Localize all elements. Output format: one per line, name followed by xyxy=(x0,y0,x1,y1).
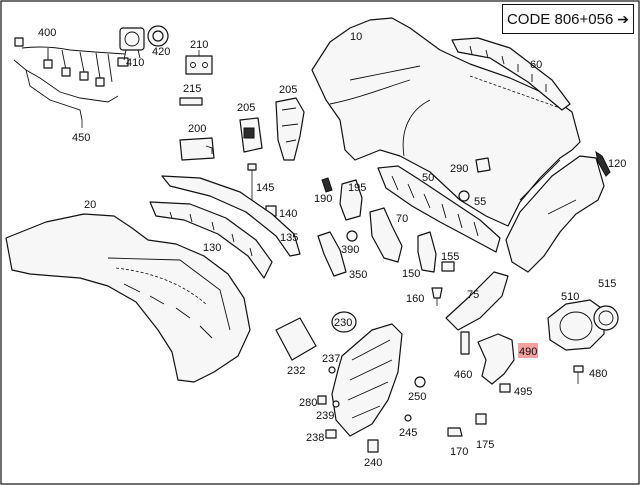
callout-205-left: 205 xyxy=(237,102,255,114)
part-239-clip xyxy=(332,400,340,408)
part-135-trim-strip xyxy=(161,175,301,257)
part-480-screw xyxy=(573,365,584,384)
callout-350: 350 xyxy=(349,269,367,281)
callout-75: 75 xyxy=(467,289,479,301)
part-145-bolt xyxy=(247,163,257,200)
callout-237: 237 xyxy=(322,353,340,365)
part-390-grommet xyxy=(346,230,358,242)
part-215-trim xyxy=(179,97,203,106)
callout-145: 145 xyxy=(256,182,274,194)
callout-20: 20 xyxy=(84,199,96,211)
part-55-nut xyxy=(458,190,470,202)
callout-195: 195 xyxy=(348,182,366,194)
part-10-bumper-cover xyxy=(311,17,581,227)
callout-210: 210 xyxy=(190,39,208,51)
callout-190: 190 xyxy=(314,193,332,205)
part-195-mount xyxy=(339,179,363,221)
callout-280: 280 xyxy=(299,397,317,409)
part-190-clip xyxy=(321,177,333,193)
highlight-490 xyxy=(518,343,538,358)
callout-200: 200 xyxy=(188,123,206,135)
part-420-ring xyxy=(147,25,169,47)
part-200-cover xyxy=(179,137,215,161)
callout-135: 135 xyxy=(280,232,298,244)
callout-390: 390 xyxy=(341,244,359,256)
callout-205-right: 205 xyxy=(279,84,297,96)
part-175-clip xyxy=(475,413,487,425)
callout-120: 120 xyxy=(608,158,626,170)
callout-450: 450 xyxy=(72,132,90,144)
part-410-sensor xyxy=(119,27,145,61)
callout-215: 215 xyxy=(183,83,201,95)
callout-232: 232 xyxy=(287,365,305,377)
part-10-side-section xyxy=(505,155,605,273)
callout-238: 238 xyxy=(306,432,324,444)
part-230-bracket xyxy=(331,311,403,437)
part-60-diffuser xyxy=(451,37,571,111)
callout-160: 160 xyxy=(406,293,424,305)
callout-515: 515 xyxy=(598,278,616,290)
callout-55: 55 xyxy=(474,196,486,208)
part-20-lower-bumper xyxy=(5,213,251,383)
part-237-screw xyxy=(328,366,336,374)
code-label: CODE 806+056 xyxy=(506,10,614,28)
part-75-bracket xyxy=(445,271,509,331)
part-130-trim-strip xyxy=(149,201,273,279)
part-495-clip xyxy=(499,383,511,393)
callout-130: 130 xyxy=(203,242,221,254)
callout-50: 50 xyxy=(422,172,434,184)
callout-290: 290 xyxy=(450,163,468,175)
part-460-fastener xyxy=(460,331,470,355)
callout-175: 175 xyxy=(476,439,494,451)
part-245-clip xyxy=(404,414,412,422)
callout-230: 230 xyxy=(334,317,352,329)
part-232-cover xyxy=(275,317,317,361)
part-205-bracket-right xyxy=(275,97,305,161)
callout-400: 400 xyxy=(38,27,56,39)
code-box: CODE 806+056 ➔ xyxy=(502,4,634,34)
callout-140: 140 xyxy=(279,208,297,220)
part-290-clip xyxy=(475,157,491,173)
part-490-bracket xyxy=(477,333,515,385)
callout-150: 150 xyxy=(402,268,420,280)
callout-480: 480 xyxy=(589,368,607,380)
callout-460: 460 xyxy=(454,369,472,381)
part-238-clip xyxy=(325,429,337,439)
part-400-wiring-harness xyxy=(13,37,129,128)
callout-239: 239 xyxy=(316,410,334,422)
part-160-screw xyxy=(431,287,443,306)
part-170-screw xyxy=(447,427,463,437)
callout-240: 240 xyxy=(364,457,382,469)
callout-70: 70 xyxy=(396,213,408,225)
part-210-bracket xyxy=(185,50,213,75)
part-350-bracket xyxy=(317,231,347,277)
callout-510: 510 xyxy=(561,291,579,303)
callout-420: 420 xyxy=(152,46,170,58)
callout-170: 170 xyxy=(450,446,468,458)
arrow-right-icon: ➔ xyxy=(617,10,630,27)
callout-250: 250 xyxy=(408,391,426,403)
part-155-clip xyxy=(441,261,455,272)
callout-155: 155 xyxy=(441,251,459,263)
callout-410: 410 xyxy=(126,57,144,69)
callout-490: 490 xyxy=(519,346,537,358)
part-70-bracket xyxy=(369,207,403,263)
callout-245: 245 xyxy=(399,427,417,439)
part-250-nut xyxy=(414,376,426,388)
part-205-bracket-left xyxy=(239,117,263,153)
part-150-bracket xyxy=(417,231,437,273)
callout-60: 60 xyxy=(530,59,542,71)
callout-10: 10 xyxy=(350,31,362,43)
callout-495: 495 xyxy=(514,386,532,398)
part-510-housing xyxy=(547,299,605,351)
part-515-ring xyxy=(593,305,619,331)
part-120-side-trim xyxy=(595,150,611,177)
part-50-absorber xyxy=(377,165,501,253)
part-240-bolt xyxy=(367,439,379,453)
part-280-clip xyxy=(317,395,327,405)
